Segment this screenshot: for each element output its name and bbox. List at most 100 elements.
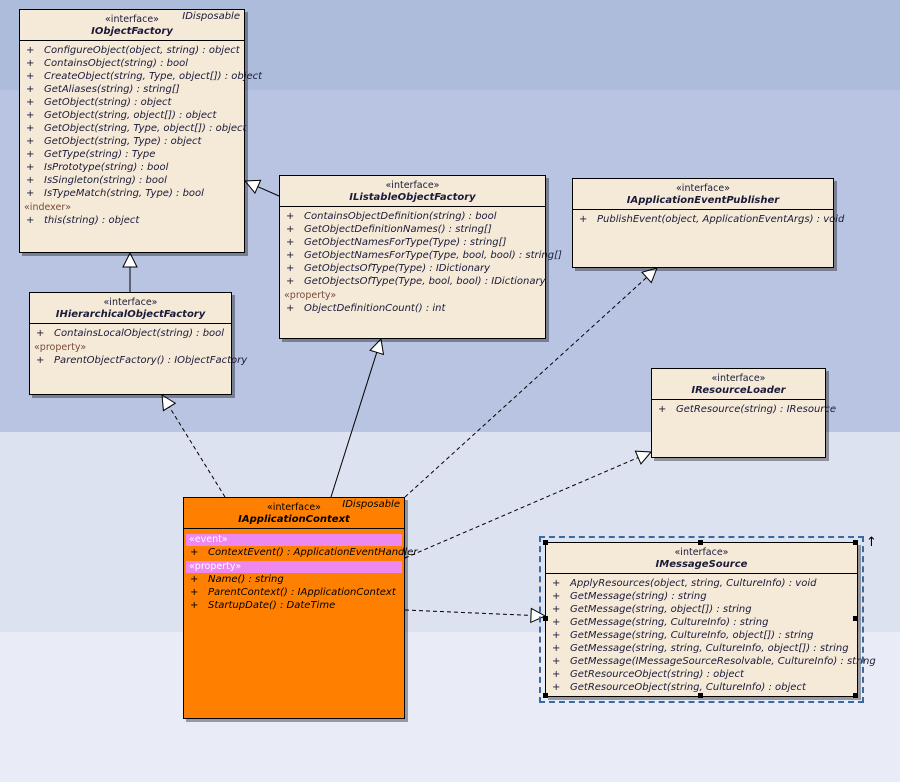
relation-line-ilistableobjectfactory-iobjectfactory[interactable] [257, 186, 280, 197]
resize-handle-sw[interactable] [543, 693, 548, 698]
visibility-marker: + [658, 404, 667, 415]
operation-row[interactable]: +PublishEvent(object, ApplicationEventAr… [577, 213, 844, 226]
operation-row[interactable]: +StartupDate() : DateTime [188, 599, 400, 612]
operation-signature: Name() : string [208, 574, 284, 585]
visibility-marker: + [26, 188, 35, 199]
operation-signature: GetMessage(string, CultureInfo, object[]… [570, 630, 814, 641]
operation-row[interactable]: +GetMessage(string) : string [550, 590, 853, 603]
class-iobjectfactory[interactable]: IDisposable«interface»IObjectFactory+Con… [19, 9, 262, 253]
class-name: IResourceLoader [691, 385, 786, 396]
relation-line-iapplicationcontext-ilistableobjectfactory[interactable] [330, 352, 378, 498]
class-iresourceloader[interactable]: «interface»IResourceLoader+GetResource(s… [651, 368, 836, 458]
operation-signature: PublishEvent(object, ApplicationEventArg… [597, 214, 845, 225]
generalization-arrowhead [641, 267, 658, 284]
operation-signature: GetObject(string, Type, object[]) : obje… [44, 123, 247, 134]
operation-row[interactable]: + ObjectDefinitionCount() : int [284, 302, 541, 315]
relation-line-iapplicationcontext-iresourceloader[interactable] [404, 457, 639, 559]
class-name: IHierarchicalObjectFactory [55, 309, 206, 320]
operation-row[interactable]: + GetAliases(string) : string[] [24, 83, 240, 96]
class-imessagesource[interactable]: «interface»IMessageSource+ApplyResources… [539, 536, 876, 703]
operation-row[interactable]: +IsTypeMatch(string, Type) : bool [24, 187, 240, 200]
relation-line-iapplicationcontext-imessagesource[interactable] [404, 609, 532, 616]
operation-row[interactable]: +GetMessage(string, string, CultureInfo,… [550, 642, 853, 655]
visibility-marker: + [36, 355, 45, 366]
operation-row[interactable]: +ParentObjectFactory() : IObjectFactory [34, 354, 247, 367]
operation-signature: GetAliases(string) : string[] [44, 84, 180, 95]
stereotype-label: «interface» [105, 14, 159, 25]
operation-row[interactable]: +CreateObject(string, Type, object[]) : … [24, 70, 262, 83]
stereotype-label: «interface» [103, 297, 158, 308]
operation-row[interactable]: +ContainsLocalObject(string) : bool [34, 327, 227, 340]
resize-handle-ne[interactable] [853, 540, 858, 545]
operation-signature: GetMessage(string, string, CultureInfo, … [570, 643, 849, 654]
operation-row[interactable]: +IsSingleton(string) : bool [24, 174, 240, 187]
operation-row[interactable]: + GetMessage(string, CultureInfo) : strin… [550, 616, 853, 629]
visibility-marker: + [26, 71, 35, 82]
operations-compartment: +ContainsObjectDefinition(string) : bool… [280, 207, 562, 319]
visibility-marker: + [552, 617, 561, 628]
operation-row[interactable]: +Name() : string [188, 573, 400, 586]
class-header: IDisposable«interface»IObjectFactory [20, 10, 244, 41]
generalization-arrowhead [161, 394, 177, 412]
operation-row[interactable]: +GetObject(string, object[]) : object [24, 109, 240, 122]
operation-row[interactable]: +ApplyResources(object, string, CultureI… [550, 577, 853, 590]
operation-row[interactable]: +GetObjectDefinitionNames() : string[] [284, 223, 541, 236]
operation-row[interactable]: +GetMessage(string, object[]) : string [550, 603, 853, 616]
visibility-marker: + [26, 97, 35, 108]
resize-handle-n[interactable] [698, 540, 703, 545]
class-ihierarchicalobjectfactory[interactable]: «interface»IHierarchicalObjectFactory+Co… [29, 292, 247, 395]
relation-line-iapplicationcontext-iapplicationeventpublisher[interactable] [404, 277, 647, 498]
generalization-arrowhead [122, 251, 138, 268]
operation-signature: ObjectDefinitionCount() : int [304, 303, 446, 314]
visibility-marker: + [286, 303, 295, 314]
operation-row[interactable]: +IsPrototype(string) : bool [24, 161, 240, 174]
class-name: IApplicationEventPublisher [626, 195, 780, 206]
resize-handle-se[interactable] [853, 693, 858, 698]
operation-row[interactable]: +GetResourceObject(string, CultureInfo) … [550, 681, 853, 694]
up-arrow-icon[interactable]: ↑ [866, 535, 877, 550]
class-iapplicationeventpublisher[interactable]: «interface»IApplicationEventPublisher+Pu… [572, 178, 844, 268]
operation-row[interactable]: +GetType(string) : Type [24, 148, 240, 161]
operation-row[interactable]: +GetObjectNamesForType(Type, bool, bool)… [284, 249, 562, 262]
operation-signature: GetResource(string) : IResource [676, 404, 837, 415]
visibility-marker: + [26, 58, 35, 69]
operation-row[interactable]: +GetMessage(string, CultureInfo, object[… [550, 629, 853, 642]
operation-signature: GetObjectNamesForType(Type, bool, bool) … [304, 250, 562, 261]
operation-signature: ContainsLocalObject(string) : bool [54, 328, 225, 339]
class-header: IDisposable«interface»IApplicationContex… [184, 498, 404, 529]
resize-handle-w[interactable] [543, 616, 548, 621]
operation-row[interactable]: +ContainsObject(string) : bool [24, 57, 240, 70]
operation-row[interactable]: +GetObjectsOfType(Type, bool, bool) : ID… [284, 275, 546, 288]
operation-signature: IsPrototype(string) : bool [44, 162, 169, 173]
visibility-marker: + [286, 237, 295, 248]
group-label: «indexer» [24, 202, 72, 213]
operation-row[interactable]: +GetMessage(IMessageSourceResolvable, Cu… [550, 655, 876, 668]
operation-row[interactable]: +GetObject(string, Type) : object [24, 135, 240, 148]
operation-row[interactable]: +GetObject(string, Type, object[]) : obj… [24, 122, 246, 135]
operation-row[interactable]: +GetObjectsOfType(Type) : IDictionary [284, 262, 541, 275]
operation-row[interactable]: + GetResource(string) : IResource [656, 403, 836, 416]
operation-row[interactable]: +GetResourceObject(string) : object [550, 668, 853, 681]
visibility-marker: + [286, 211, 295, 222]
class-iapplicationcontext[interactable]: IDisposable«interface»IApplicationContex… [183, 497, 417, 719]
stereotype-label: «interface» [267, 502, 321, 513]
visibility-marker: + [26, 45, 35, 56]
resize-handle-s[interactable] [698, 693, 703, 698]
operation-signature: GetMessage(string, CultureInfo) : string [570, 617, 769, 628]
operation-row[interactable]: +ContextEvent() : ApplicationEventHandle… [188, 546, 417, 559]
operation-row[interactable]: +GetObject(string) : object [24, 96, 240, 109]
class-ilistableobjectfactory[interactable]: «interface»IListableObjectFactory+Contai… [279, 175, 562, 339]
operation-row[interactable]: +ConfigureObject(object, string) : objec… [24, 44, 240, 57]
resize-handle-nw[interactable] [543, 540, 548, 545]
operation-signature: GetType(string) : Type [44, 149, 156, 160]
visibility-marker: + [26, 84, 35, 95]
operation-row[interactable]: +ContainsObjectDefinition(string) : bool [284, 210, 541, 223]
relation-line-iapplicationcontext-ihierarchicalobjectfactory[interactable] [168, 406, 226, 498]
resize-handle-e[interactable] [853, 616, 858, 621]
visibility-marker: + [552, 669, 561, 680]
operation-row[interactable]: +ParentContext() : IApplicationContext [188, 586, 400, 599]
operation-row[interactable]: +GetObjectNamesForType(Type) : string[] [284, 236, 541, 249]
operation-row[interactable]: +this(string) : object [24, 214, 240, 227]
parent-interface-label: IDisposable [182, 11, 240, 22]
